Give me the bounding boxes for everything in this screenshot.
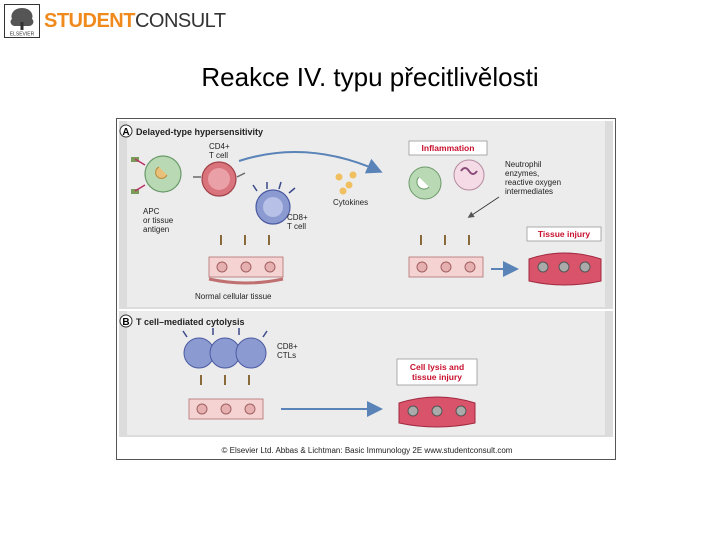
inflammation-label: Inflammation: [422, 143, 475, 153]
cell-lysis-label-line1: Cell lysis and: [410, 362, 464, 372]
panel-b-heading: T cell–mediated cytolysis: [136, 317, 245, 327]
tissue-injury-label: Tissue injury: [538, 229, 591, 239]
normal-tissue-a: [208, 235, 284, 285]
neutrophil-label-line3: reactive oxygen: [505, 178, 561, 187]
cd8-label-line1: CD8+: [287, 213, 308, 222]
inflamed-tissue-a: [408, 235, 484, 278]
panel-a-letter-circle: [119, 124, 133, 138]
cd4-t-cell: [193, 161, 246, 197]
inflammation-box: [408, 140, 488, 156]
brand-logo: ELSEVIER STUDENTCONSULT: [4, 4, 244, 38]
neutrophil-label-line4: intermediates: [505, 187, 553, 196]
ctl-label-line1: CD8+: [277, 342, 298, 351]
ctl-label-line2: CTLs: [277, 351, 296, 360]
apc-cell: [131, 155, 182, 194]
panel-a: A Delayed-type hypersensitivity APC or t…: [119, 121, 613, 309]
normal-tissue-b: [188, 375, 264, 420]
publisher-text: ELSEVIER: [10, 32, 35, 38]
apc-label-line2: or tissue: [143, 216, 174, 225]
cd4-label-line1: CD4+: [209, 142, 230, 151]
elsevier-tree-icon: ELSEVIER: [4, 4, 40, 38]
cd4-label-line2: T cell: [209, 151, 228, 160]
cell-lysis-box: [396, 358, 478, 386]
cd8-t-cell: [252, 181, 296, 225]
injured-tissue-b: [398, 396, 476, 428]
student-consult-wordmark: STUDENTCONSULT: [44, 10, 226, 33]
cell-lysis-label-line2: tissue injury: [412, 372, 462, 382]
neutrophil-cell: [453, 159, 485, 191]
normal-tissue-label: Normal cellular tissue: [195, 292, 272, 301]
brand-consult: CONSULT: [134, 10, 226, 32]
cytokines-label: Cytokines: [333, 198, 368, 207]
panel-b-letter: B: [122, 317, 129, 328]
ctl-cells: [182, 328, 268, 369]
hypersensitivity-figure: A Delayed-type hypersensitivity APC or t…: [116, 118, 616, 460]
neutrophil-label-line1: Neutrophil: [505, 160, 542, 169]
cd8-label-line2: T cell: [287, 222, 306, 231]
brand-student: STUDENT: [44, 10, 135, 32]
panel-a-letter: A: [122, 127, 129, 138]
apc-label-line1: APC: [143, 207, 160, 216]
tissue-injury-box: [526, 226, 602, 242]
injured-tissue-a: [528, 252, 602, 286]
neutrophil-label-line2: enzymes,: [505, 169, 539, 178]
panel-a-heading: Delayed-type hypersensitivity: [136, 127, 263, 137]
copyright-text: © Elsevier Ltd. Abbas & Lichtman: Basic …: [222, 446, 513, 455]
apc-label-line3: antigen: [143, 225, 169, 234]
panel-b: B T cell–mediated cytolysis CD8+ CTLs Ce…: [119, 311, 613, 437]
figure-canvas: A Delayed-type hypersensitivity APC or t…: [119, 121, 613, 455]
macrophage-cell: [408, 166, 442, 200]
cytokine-dots: [335, 171, 357, 195]
arrow-to-inflammation: [238, 151, 383, 174]
slide-title: Reakce IV. typu přecitlivělosti: [201, 62, 539, 92]
panel-b-letter-circle: [119, 314, 133, 328]
